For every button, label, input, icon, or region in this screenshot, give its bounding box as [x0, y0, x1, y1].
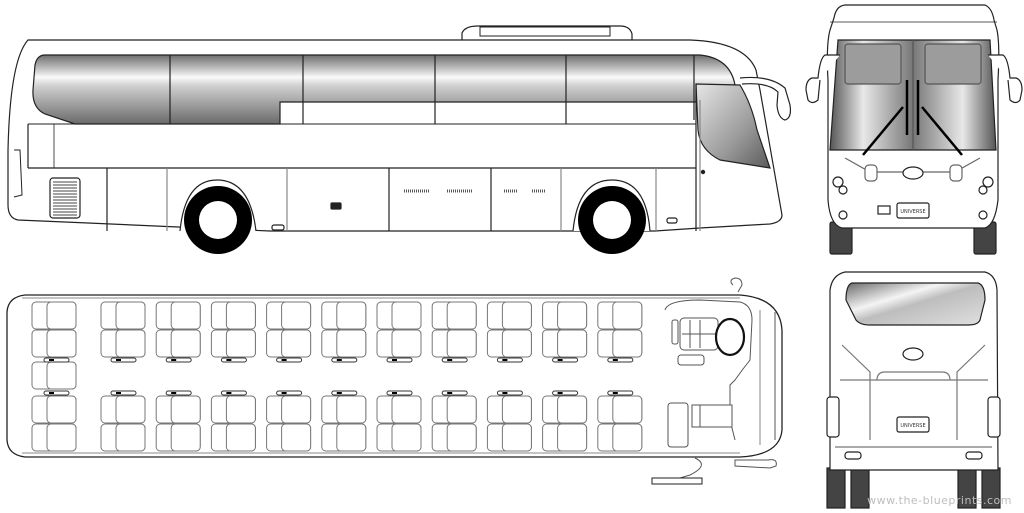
- seat: [225, 301, 256, 330]
- entry-step: [651, 477, 703, 485]
- front-view: [805, 4, 1023, 255]
- seat: [336, 329, 367, 358]
- hyundai-logo-front: [902, 166, 924, 180]
- armrest: [43, 390, 70, 396]
- seat: [501, 329, 532, 358]
- armrest: [165, 357, 192, 363]
- armrest: [496, 357, 523, 363]
- seat: [446, 329, 477, 358]
- seat: [336, 423, 367, 452]
- seat: [336, 395, 367, 424]
- top-body-outline: [6, 294, 783, 458]
- side-windows: [32, 54, 741, 125]
- seat: [115, 301, 146, 330]
- armrest: [110, 390, 137, 396]
- armrest: [331, 357, 358, 363]
- armrest: [276, 390, 303, 396]
- watermark: www.the-blueprints.com: [867, 494, 1012, 507]
- armrest: [43, 357, 70, 363]
- armrest: [607, 390, 634, 396]
- seat: [46, 361, 77, 390]
- seat: [46, 423, 77, 452]
- seat: [46, 329, 77, 358]
- rear-window: [845, 282, 986, 326]
- armrest: [552, 390, 579, 396]
- seat: [225, 329, 256, 358]
- seat: [46, 395, 77, 424]
- armrest: [386, 357, 413, 363]
- front-badge-text: UNIVERSE: [900, 209, 925, 215]
- seat: [612, 395, 643, 424]
- seat-grid: [31, 301, 643, 452]
- seat: [501, 423, 532, 452]
- seat: [170, 395, 201, 424]
- armrest: [441, 390, 468, 396]
- seat: [281, 423, 312, 452]
- seat: [557, 423, 588, 452]
- hyundai-logo-rear: [902, 347, 924, 361]
- front-mirror-left: [805, 54, 840, 104]
- seat: [115, 329, 146, 358]
- armrest: [220, 390, 247, 396]
- roof-ac-unit: [461, 25, 633, 40]
- armrest: [607, 357, 634, 363]
- seat: [115, 395, 146, 424]
- seat: [170, 301, 201, 330]
- seat: [391, 301, 422, 330]
- seat: [225, 395, 256, 424]
- wipers: [862, 80, 963, 156]
- seat: [612, 423, 643, 452]
- seat: [557, 301, 588, 330]
- seat: [391, 329, 422, 358]
- seat: [501, 301, 532, 330]
- seat: [336, 301, 367, 330]
- side-view: [7, 25, 792, 232]
- armrest: [496, 390, 523, 396]
- seat: [281, 301, 312, 330]
- seat: [391, 423, 422, 452]
- seat: [391, 395, 422, 424]
- front-badge-plate: [896, 202, 930, 219]
- seat: [446, 301, 477, 330]
- armrest: [552, 357, 579, 363]
- rear-view: [826, 271, 1001, 509]
- seat: [612, 329, 643, 358]
- steering-wheel: [714, 317, 746, 357]
- front-mirror-right: [988, 54, 1023, 104]
- seat: [170, 423, 201, 452]
- rear-badge-text: UNIVERSE: [900, 423, 925, 429]
- seat: [446, 395, 477, 424]
- seat: [46, 301, 77, 330]
- side-mirror: [739, 76, 792, 121]
- seat: [115, 423, 146, 452]
- armrest: [386, 390, 413, 396]
- seat: [501, 395, 532, 424]
- seat: [446, 423, 477, 452]
- seat: [557, 395, 588, 424]
- rear-badge-plate: [896, 416, 930, 433]
- seat: [225, 423, 256, 452]
- seat: [170, 329, 201, 358]
- side-wheels: [184, 186, 646, 254]
- armrest: [441, 357, 468, 363]
- top-view: [6, 277, 783, 485]
- armrest: [165, 390, 192, 396]
- seat: [281, 395, 312, 424]
- seat: [557, 329, 588, 358]
- armrest: [220, 357, 247, 363]
- seat: [281, 329, 312, 358]
- armrest: [110, 357, 137, 363]
- seat: [612, 301, 643, 330]
- armrest: [276, 357, 303, 363]
- armrest: [331, 390, 358, 396]
